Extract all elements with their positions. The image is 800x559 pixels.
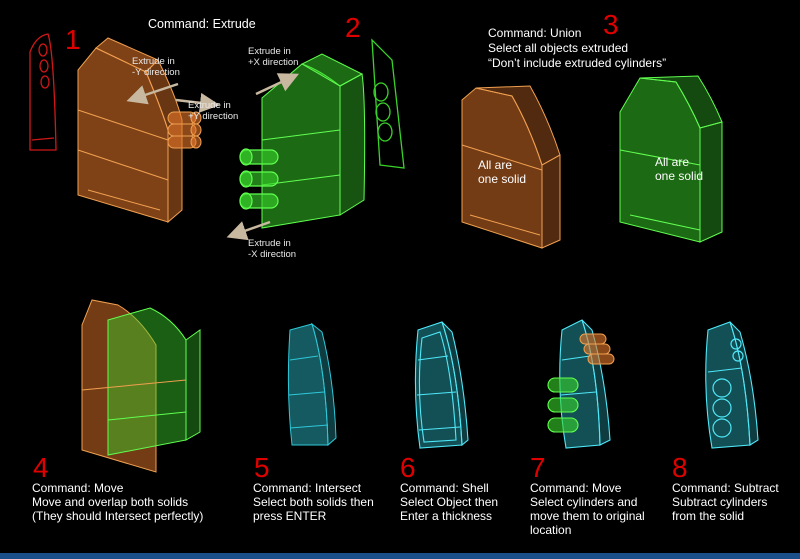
arrow-plus-y (175, 92, 220, 113)
step-number-4: 4 (33, 452, 49, 483)
label-extrude-plus-y: Extrude in +Y direction (188, 100, 239, 122)
green-union-solid (619, 75, 723, 243)
union-note: “Don’t include extruded cylinders” (488, 56, 667, 70)
label-extrude-plus-x: Extrude in +X direction (248, 46, 299, 68)
bottom-edge-bar (0, 553, 800, 559)
overlapped-solids (81, 299, 201, 473)
union-instruction: Select all objects extruded (488, 41, 629, 55)
step-number-1: 1 (65, 24, 81, 55)
step4-text: Command: Move Move and overlap both soli… (32, 481, 204, 523)
extrude-title: Command: Extrude (148, 17, 256, 31)
red-profile-outline-step1 (29, 33, 57, 151)
extrude-arrows (126, 73, 300, 241)
step-number-2: 2 (345, 12, 361, 43)
moved-cylinders-orange (579, 333, 615, 365)
orange-union-solid (461, 85, 561, 249)
green-extruded-solid (261, 53, 366, 229)
step-number-3: 3 (603, 9, 619, 40)
arrow-minus-x (226, 220, 271, 241)
step-number-8: 8 (672, 452, 688, 483)
union-title: Command: Union (488, 26, 582, 40)
orange-cylinders (167, 111, 202, 149)
arrow-plus-x (255, 73, 300, 96)
moved-cylinders-green (547, 377, 579, 433)
step8-text: Command: Subtract Subtract cylinders fro… (672, 481, 779, 523)
label-one-solid-left: All are one solid (478, 158, 527, 186)
step6-text: Command: Shell Select Object then Enter … (400, 481, 499, 523)
label-one-solid-right: All are one solid (655, 155, 704, 183)
step-number-6: 6 (400, 452, 416, 483)
step5-text: Command: Intersect Select both solids th… (253, 481, 374, 523)
label-extrude-minus-y: Extrude in -Y direction (132, 56, 180, 78)
step7-text: Command: Move Select cylinders and move … (530, 481, 645, 537)
step-number-7: 7 (530, 452, 546, 483)
green-profile-outline (371, 38, 405, 169)
intersected-solid (287, 322, 337, 447)
step-number-5: 5 (254, 452, 270, 483)
green-cylinders (239, 148, 279, 210)
arrow-minus-y (126, 82, 179, 105)
shelled-solid (414, 321, 469, 449)
subtracted-holes (712, 338, 744, 438)
label-extrude-minus-x: Extrude in -X direction (248, 238, 297, 260)
subtracted-solid (705, 321, 759, 449)
